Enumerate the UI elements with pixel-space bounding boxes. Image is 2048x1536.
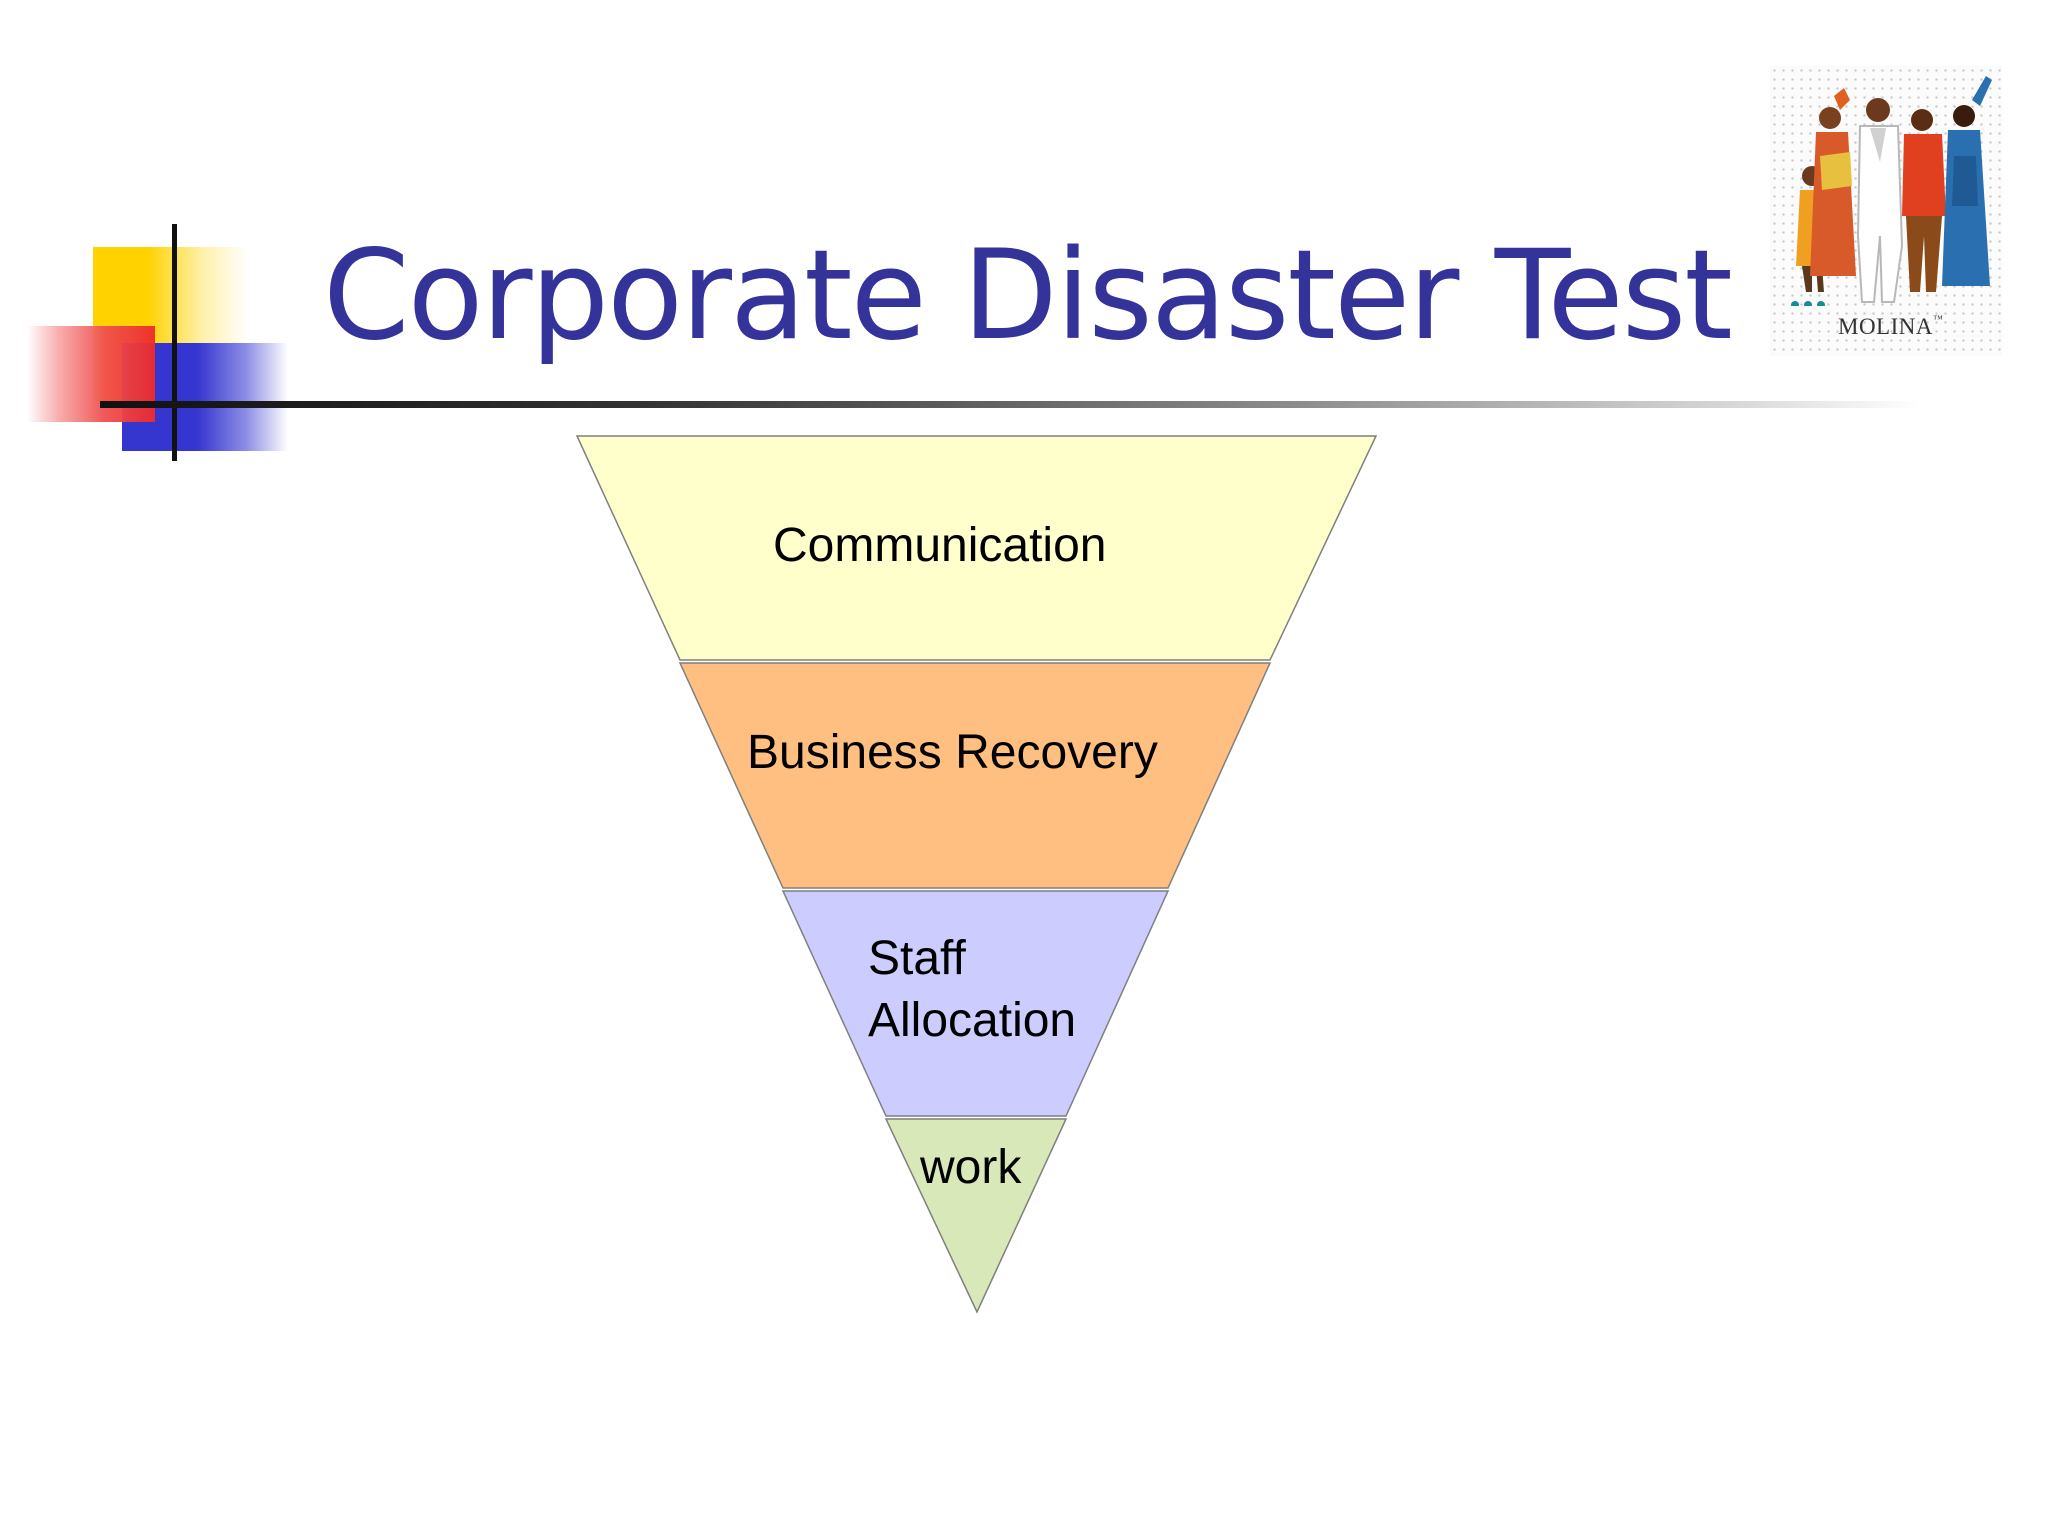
funnel-level-work: work (884, 1118, 1068, 1314)
funnel-label-line: Business Recovery (747, 726, 1158, 779)
funnel-segment (781, 890, 1170, 1117)
funnel-label-line: Staff (868, 932, 967, 985)
funnel-label: work (919, 1141, 1022, 1194)
people-illustration-icon (1791, 76, 1992, 306)
slide-title: Corporate Disaster Test (323, 224, 1733, 368)
funnel-label-line: Communication (773, 519, 1106, 572)
funnel-label: Communication (773, 519, 1106, 572)
funnel-label-line: work (919, 1141, 1022, 1194)
funnel-segment (575, 435, 1378, 661)
title-underline (100, 401, 1920, 408)
funnel-segment (678, 662, 1272, 889)
company-logo: MOLINA™ (1770, 66, 2002, 356)
funnel-segment (884, 1118, 1068, 1314)
funnel-level-business-recovery: Business Recovery (678, 662, 1272, 889)
funnel-label-line: Allocation (868, 994, 1076, 1047)
funnel-label: Business Recovery (747, 726, 1158, 779)
logo-wordmark: MOLINA™ (1838, 314, 1944, 339)
decorative-vertical-line (172, 224, 177, 461)
funnel-level-communication: Communication (575, 435, 1378, 661)
logo-trademark: ™ (1933, 314, 1944, 325)
